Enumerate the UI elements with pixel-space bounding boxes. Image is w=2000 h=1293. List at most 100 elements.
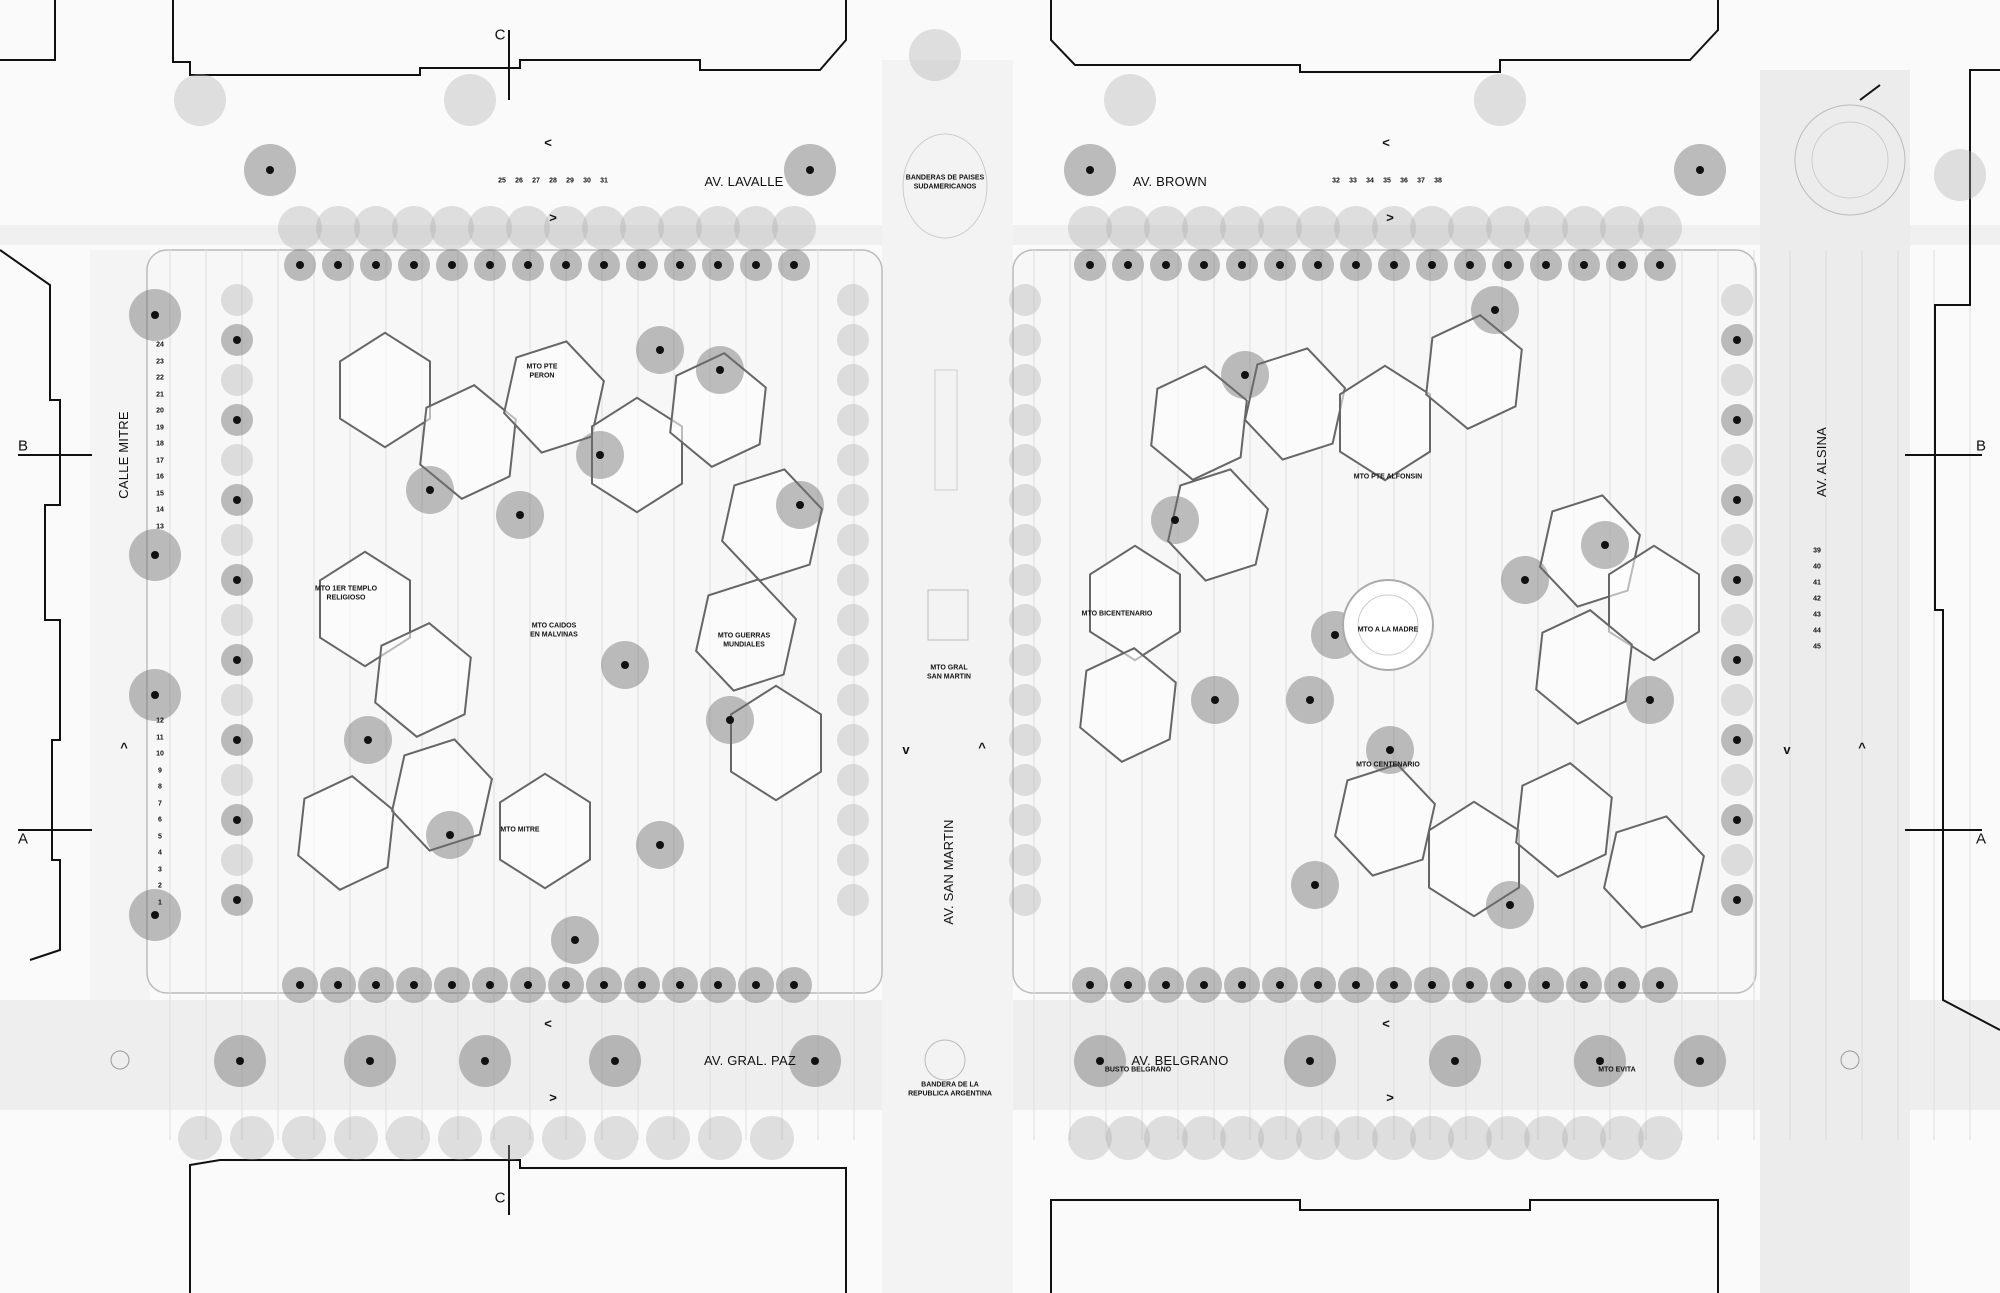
tree-icon	[601, 641, 649, 689]
tree-icon	[1009, 764, 1041, 796]
tree-icon	[662, 967, 698, 1003]
tree-icon	[1009, 284, 1041, 316]
hexagonal-garden-bed	[1150, 365, 1248, 481]
tree-icon	[837, 324, 869, 356]
traffic-arrow: ^	[120, 739, 128, 755]
tree-icon	[542, 1116, 586, 1160]
tree-icon	[1291, 861, 1339, 909]
tree-icon	[698, 1116, 742, 1160]
tree-icon	[1721, 764, 1753, 796]
tree-icon	[438, 1116, 482, 1160]
tree-icon	[544, 206, 588, 250]
tree-icon	[837, 444, 869, 476]
tree-icon	[1009, 524, 1041, 556]
tree-icon	[1334, 206, 1378, 250]
parking-number: 3	[158, 866, 162, 874]
monument-templo: MTO 1ER TEMPLO RELIGIOSO	[314, 585, 378, 601]
tree-icon	[1378, 249, 1410, 281]
monument-guerras: MTO GUERRAS MUNDIALES	[717, 632, 771, 648]
tree-icon	[626, 249, 658, 281]
tree-icon	[1626, 676, 1674, 724]
monument-bicentenario: MTO BICENTENARIO	[1081, 610, 1153, 618]
hexagonal-garden-bed	[1535, 609, 1633, 725]
flags-circle	[902, 133, 988, 239]
av-san-martin-road	[882, 60, 1013, 1293]
hexagonal-garden-bed	[1244, 347, 1346, 461]
tree-icon	[1009, 644, 1041, 676]
tree-icon	[1486, 206, 1530, 250]
tree-icon	[1528, 967, 1564, 1003]
traffic-arrow: v	[1783, 741, 1791, 757]
parking-number: 21	[156, 391, 164, 399]
tree-icon	[1574, 1035, 1626, 1087]
tree-icon	[1604, 967, 1640, 1003]
tree-icon	[1429, 1035, 1481, 1087]
tree-icon	[1562, 1116, 1606, 1160]
street-label-alsina: AV. ALSINA	[1813, 427, 1829, 497]
tree-icon	[1104, 74, 1156, 126]
parking-number: 27	[532, 177, 540, 185]
tree-icon	[1296, 1116, 1340, 1160]
tree-icon	[1296, 206, 1340, 250]
tree-icon	[636, 821, 684, 869]
tree-icon	[1581, 521, 1629, 569]
hexagonal-garden-bed	[1425, 314, 1523, 430]
tree-icon	[1642, 967, 1678, 1003]
tree-icon	[174, 74, 226, 126]
tree-icon	[221, 404, 253, 436]
san-martin-monument-plan	[927, 589, 969, 641]
tree-icon	[837, 764, 869, 796]
tree-icon	[221, 804, 253, 836]
tree-icon	[706, 696, 754, 744]
parking-number: 23	[156, 358, 164, 366]
hexagonal-garden-bed	[730, 684, 822, 802]
tree-icon	[1524, 206, 1568, 250]
tree-icon	[1416, 249, 1448, 281]
tree-icon	[909, 29, 961, 81]
tree-icon	[1721, 804, 1753, 836]
av-alsina-road	[1760, 70, 1910, 1293]
tree-icon	[837, 684, 869, 716]
tree-icon	[664, 249, 696, 281]
tree-icon	[696, 346, 744, 394]
tree-icon	[1151, 496, 1199, 544]
tree-icon	[436, 249, 468, 281]
tree-icon	[386, 1116, 430, 1160]
traffic-arrow: ^	[1858, 739, 1866, 755]
hexagonal-garden-bed	[499, 772, 591, 890]
tree-icon	[444, 74, 496, 126]
tree-icon	[658, 206, 702, 250]
tree-icon	[837, 884, 869, 916]
hexagonal-garden-bed	[1603, 815, 1705, 929]
tree-icon	[589, 1035, 641, 1087]
parking-number: 30	[583, 177, 591, 185]
tree-icon	[178, 1116, 222, 1160]
hexagonal-garden-bed	[1515, 762, 1613, 878]
hexagonal-garden-bed	[503, 340, 605, 454]
parking-number: 5	[158, 833, 162, 841]
tree-icon	[398, 249, 430, 281]
tree-icon	[1191, 676, 1239, 724]
tree-icon	[1300, 967, 1336, 1003]
parking-number: 12	[156, 717, 164, 725]
tree-icon	[1562, 206, 1606, 250]
tree-icon	[738, 967, 774, 1003]
tree-icon	[358, 967, 394, 1003]
tree-icon	[740, 249, 772, 281]
tree-icon	[548, 967, 584, 1003]
tree-icon	[1501, 556, 1549, 604]
tree-icon	[1258, 1116, 1302, 1160]
tree-icon	[1600, 1116, 1644, 1160]
tree-icon	[129, 289, 181, 341]
tree-icon	[1600, 206, 1644, 250]
tree-icon	[636, 326, 684, 374]
tree-icon	[1226, 249, 1258, 281]
tree-icon	[334, 1116, 378, 1160]
parking-number: 39	[1813, 547, 1821, 555]
monument-busto-belgrano: BUSTO BELGRANO	[1104, 1066, 1172, 1074]
tree-icon	[1721, 404, 1753, 436]
monument-centenario: MTO CENTENARIO	[1356, 761, 1420, 769]
tree-icon	[1009, 324, 1041, 356]
tree-icon	[468, 206, 512, 250]
tree-icon	[1721, 644, 1753, 676]
